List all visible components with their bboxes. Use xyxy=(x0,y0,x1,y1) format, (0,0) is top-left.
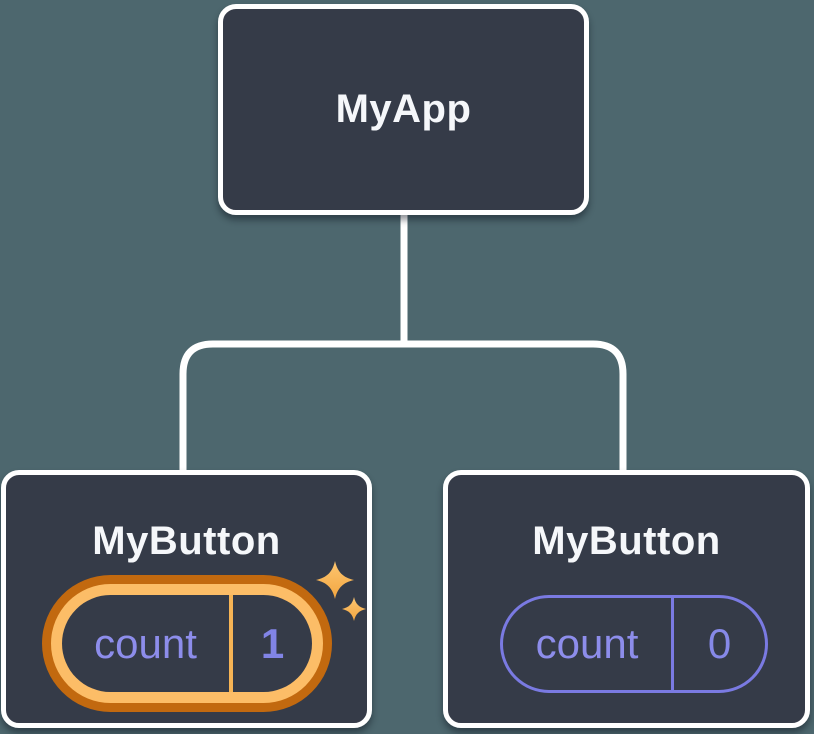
state-pill-highlighted: count 1 xyxy=(42,575,332,712)
node-mybutton-right-label: MyButton xyxy=(532,519,721,563)
node-myapp: MyApp xyxy=(218,4,589,215)
state-value-cell: 0 xyxy=(674,598,765,690)
state-pill-highlight-ring: count 1 xyxy=(51,584,323,703)
state-key-label: count xyxy=(94,619,197,667)
node-mybutton-left: MyButton count 1 xyxy=(1,470,372,728)
state-key-label: count xyxy=(535,620,639,667)
state-pill-plain: count 0 xyxy=(500,595,768,693)
state-pill-divider xyxy=(229,595,233,692)
state-key-cell: count xyxy=(503,598,671,690)
node-myapp-label: MyApp xyxy=(335,87,472,131)
node-mybutton-right: MyButton count 0 xyxy=(443,470,810,728)
connector-branch-bracket xyxy=(179,340,627,471)
state-pill-body: count 1 xyxy=(62,595,312,692)
state-key-cell: count xyxy=(62,595,229,692)
state-pill-divider xyxy=(671,598,674,690)
state-value-cell: 1 xyxy=(233,595,312,692)
node-mybutton-left-label: MyButton xyxy=(92,519,281,563)
state-value-label: 1 xyxy=(260,619,285,667)
state-value-label: 0 xyxy=(707,620,732,667)
